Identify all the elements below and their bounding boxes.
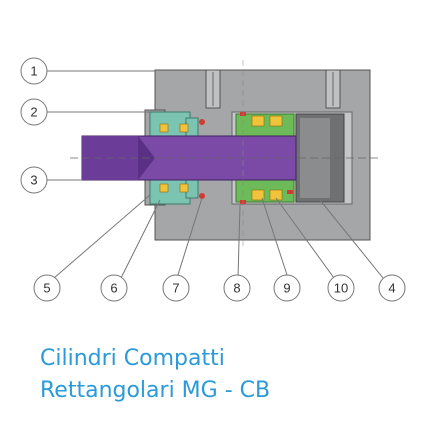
callout-4-label: 4 [388, 281, 395, 296]
callout-9-label: 9 [283, 281, 290, 296]
o-ring-bottom [199, 193, 205, 199]
callout-9: 9 [273, 274, 301, 302]
callout-10-label: 10 [334, 281, 348, 296]
callout-6-label: 6 [110, 281, 117, 296]
callout-2-label: 2 [30, 105, 37, 120]
callout-3-label: 3 [30, 173, 37, 188]
rod-seal-bottom [251, 189, 265, 201]
callout-8: 8 [223, 274, 251, 302]
callout-7-label: 7 [172, 281, 179, 296]
callout-6: 6 [100, 274, 128, 302]
callout-1-label: 1 [30, 64, 37, 79]
callout-5-label: 5 [43, 281, 50, 296]
callout-8-label: 8 [233, 281, 240, 296]
callout-5: 5 [33, 274, 61, 302]
callout-4: 4 [378, 274, 406, 302]
caption-line-2: Rettangolari MG - CB [40, 378, 271, 403]
o-ring-top [199, 119, 205, 125]
callout-2: 2 [20, 98, 48, 126]
caption-line-1: Cilindri Compatti [40, 346, 225, 371]
callout-7: 7 [162, 274, 190, 302]
callout-10: 10 [327, 274, 355, 302]
callout-1: 1 [20, 57, 48, 85]
callout-3: 3 [20, 166, 48, 194]
leader-lines [47, 70, 384, 279]
rod-seal-top [251, 115, 265, 127]
cylinder-cross-section-diagram: 1 2 3 5 6 7 8 9 10 4 [20, 57, 406, 302]
